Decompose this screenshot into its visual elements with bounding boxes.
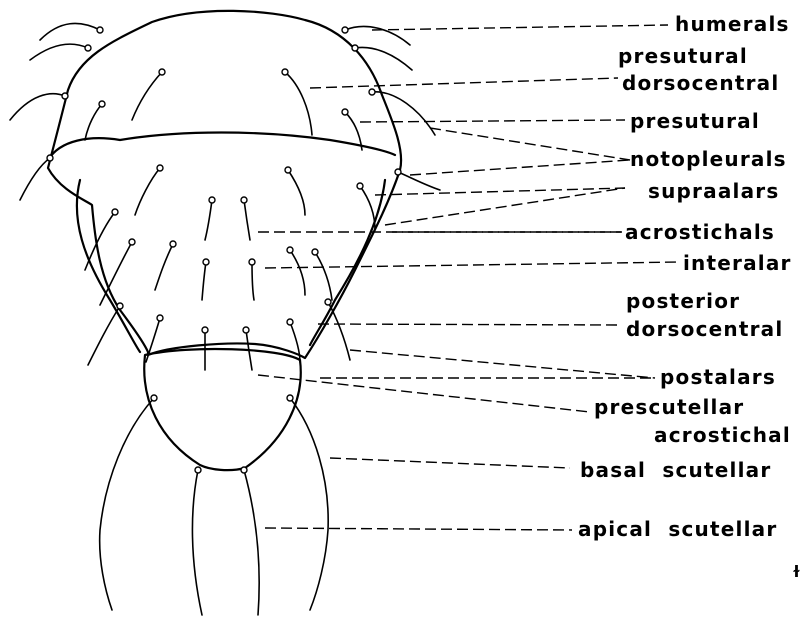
label-acrostichals: acrostichals [625,221,775,243]
label-postalars: postalars [660,366,776,388]
label-supraalars: supraalars [648,180,779,202]
label-apical-scutellar: apical scutellar [578,518,777,540]
label-presutural-dorsocentral-line2: dorsocentral [622,72,779,94]
label-humerals: humerals [675,13,790,35]
label-notopleurals: notopleurals [630,148,787,170]
bristle-sockets [47,27,401,473]
scutum-outline [48,11,401,358]
scutellum-outline [144,349,301,470]
corner-mark: ɫ [792,562,801,581]
label-presutural-dorsocentral-line1: presutural [618,45,748,67]
label-presutural: presutural [630,110,760,132]
bristles [10,23,440,615]
label-posterior-dorsocentral-line1: posterior [626,290,740,312]
leader-lines [258,25,680,530]
label-posterior-dorsocentral-line2: dorsocentral [626,318,783,340]
label-basal-scutellar: basal scutellar [580,459,771,481]
label-prescutellar-acrostichal-line1: prescutellar [594,396,744,418]
label-prescutellar-acrostichal-line2: acrostichal [654,424,791,446]
label-interalar: interalar [683,252,792,274]
